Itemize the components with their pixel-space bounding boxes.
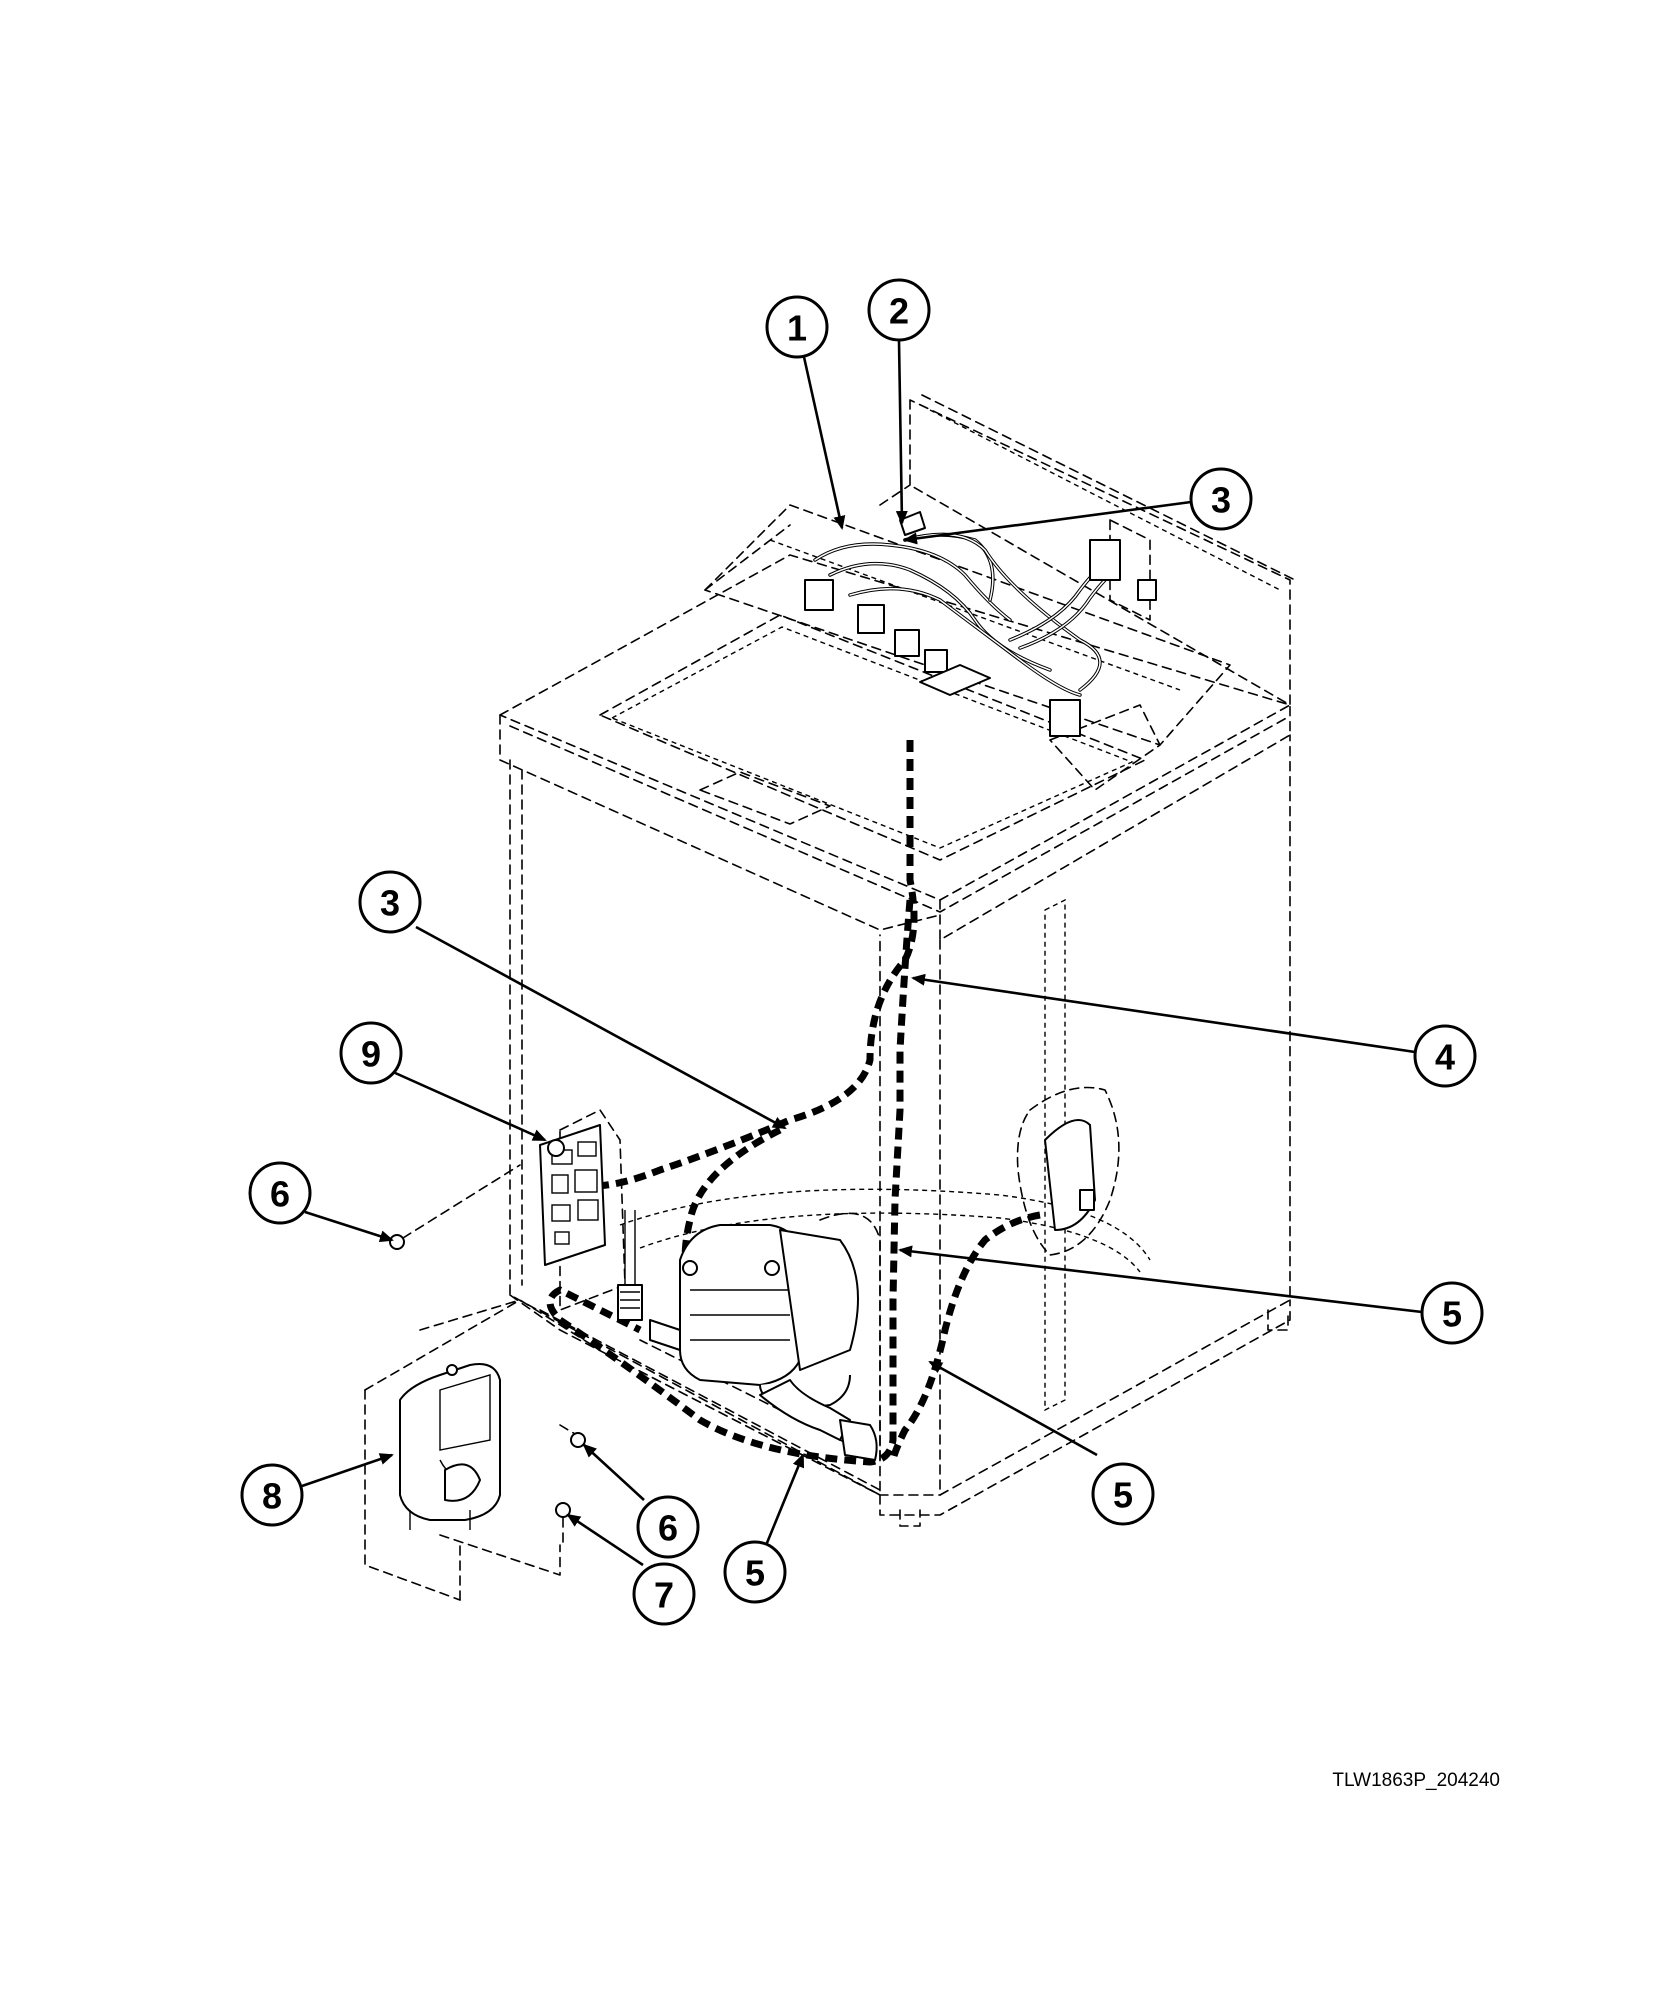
callout-7: 7 xyxy=(632,1562,696,1626)
callout-8-label: 8 xyxy=(262,1476,282,1517)
callout-9: 9 xyxy=(339,1021,403,1085)
callout-4: 4 xyxy=(1413,1024,1477,1088)
callout-5-right-lower: 5 xyxy=(1091,1462,1155,1526)
callout-1-label: 1 xyxy=(787,308,807,349)
callout-4-label: 4 xyxy=(1435,1037,1455,1078)
screw-7 xyxy=(555,1502,571,1546)
washer-cabinet xyxy=(499,394,1296,1527)
console-wire-harness xyxy=(813,532,1120,697)
callout-5-bottom-label: 5 xyxy=(745,1553,765,1594)
callout-5-right-upper-label: 5 xyxy=(1442,1294,1462,1335)
callout-6-lower-label: 6 xyxy=(658,1508,678,1549)
callout-5-right-upper: 5 xyxy=(1420,1281,1484,1345)
callout-2: 2 xyxy=(867,278,931,342)
callout-5-right-lower-label: 5 xyxy=(1113,1475,1133,1516)
callout-3-left-label: 3 xyxy=(380,883,400,924)
callout-2-label: 2 xyxy=(889,291,909,332)
control-cover xyxy=(364,1299,601,1601)
callout-6-left: 6 xyxy=(248,1161,312,1225)
callout-6-lower: 6 xyxy=(636,1495,700,1559)
callout-6-left-label: 6 xyxy=(270,1174,290,1215)
leader-lines xyxy=(301,340,1423,1567)
callout-5-bottom: 5 xyxy=(723,1540,787,1604)
callout-1: 1 xyxy=(765,295,829,359)
callout-3-top: 3 xyxy=(1189,467,1253,531)
console-switches xyxy=(804,511,1157,737)
callout-3-left: 3 xyxy=(358,870,422,934)
callout-7-label: 7 xyxy=(654,1575,674,1616)
callout-9-label: 9 xyxy=(361,1034,381,1075)
screw-6-upper xyxy=(389,1164,521,1250)
callout-3-top-label: 3 xyxy=(1211,480,1231,521)
motor-assembly xyxy=(617,1210,878,1461)
control-board xyxy=(539,1124,606,1266)
drawing-code: TLW1863P_204240 xyxy=(1332,1770,1500,1791)
callout-8: 8 xyxy=(240,1463,304,1527)
screw-6-lower xyxy=(570,1432,586,1448)
